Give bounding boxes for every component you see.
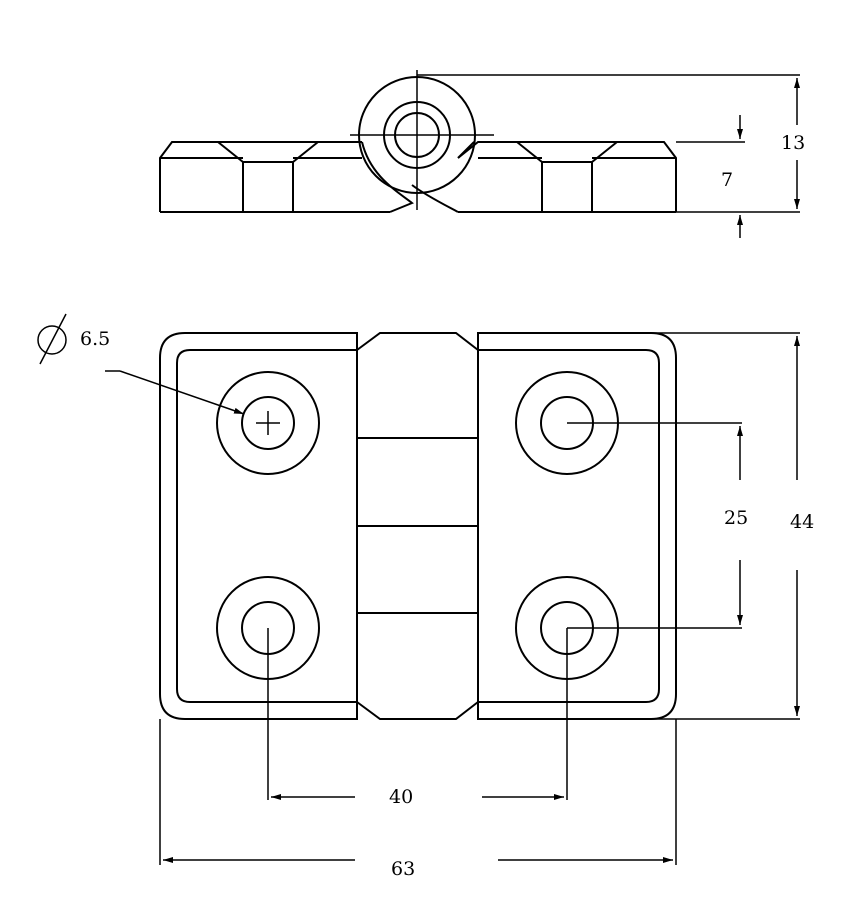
dim-hole-diameter: 6.5 [80, 328, 110, 350]
left-plate [159, 332, 358, 720]
dim-plate-height: 44 [790, 511, 814, 533]
dim-overall-width: 63 [391, 858, 415, 880]
side-view: 13 7 [159, 70, 805, 238]
side-left-leaf [159, 141, 362, 212]
dim-hole-spacing-horizontal: 40 [389, 786, 413, 808]
side-left-countersink [217, 141, 319, 163]
right-plate [477, 332, 677, 720]
dim-plate-thickness: 7 [721, 169, 733, 191]
diameter-symbol [37, 325, 67, 355]
side-right-leaf [457, 141, 677, 212]
dim-overall-height: 13 [781, 132, 805, 154]
knuckle-strip [356, 332, 479, 720]
inner-outline [176, 349, 660, 703]
hole-top-left [216, 371, 320, 475]
front-view: 6.5 25 44 40 63 [37, 313, 814, 880]
side-right-countersink [516, 141, 618, 163]
dim-hole-spacing-vertical: 25 [724, 507, 748, 529]
